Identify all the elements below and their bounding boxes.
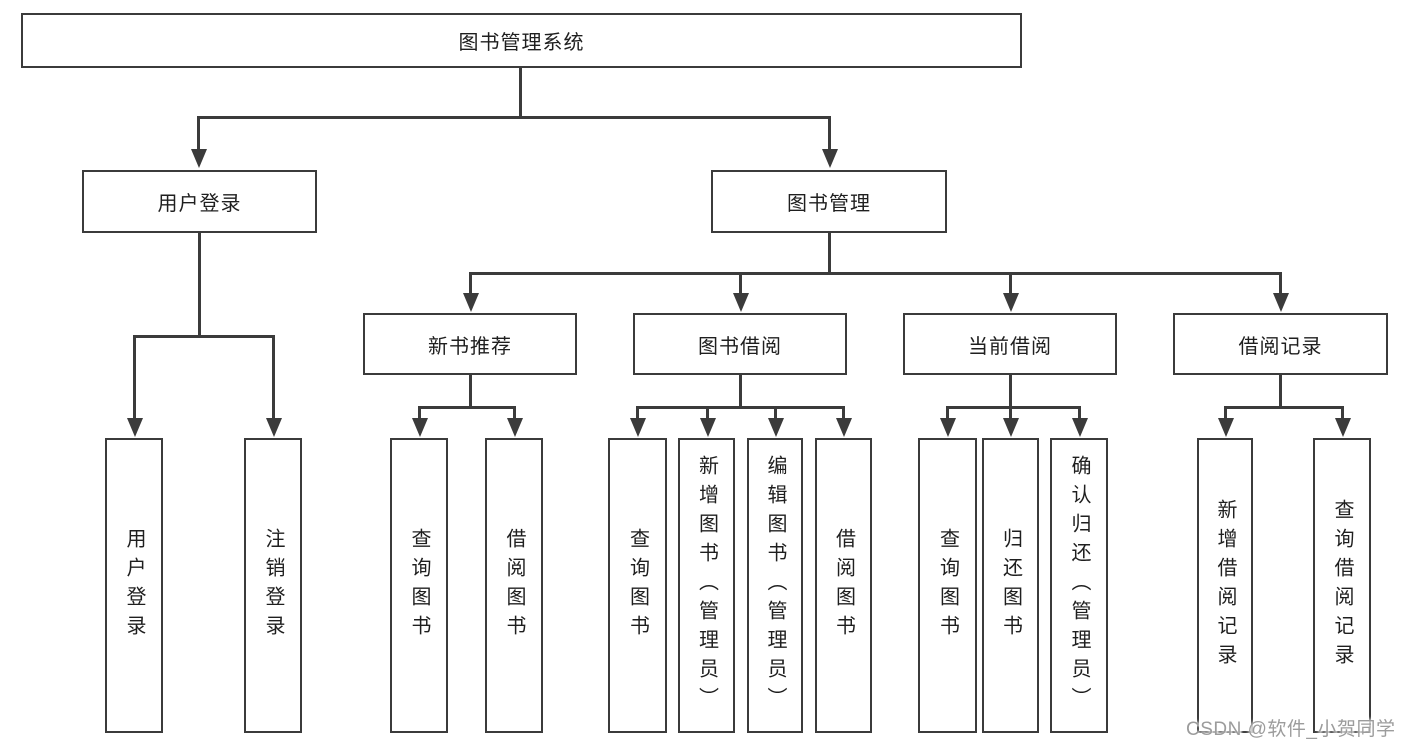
leaf-edit-books-admin: 编辑图书（管理员） — [747, 438, 803, 733]
arrow-to-borrow-records — [1279, 272, 1282, 293]
arrow-records-leaf-1 — [1224, 406, 1227, 418]
connector-book-management-horizontal — [469, 272, 1281, 275]
arrow-to-new-book-recommend — [469, 272, 472, 293]
node-user-login-branch: 用户登录 — [82, 170, 317, 233]
node-label: 图书借阅 — [698, 335, 782, 358]
node-label: 新增图书（管理员） — [695, 455, 718, 716]
connector-root-vertical — [519, 68, 522, 119]
node-label: 注销登录 — [262, 527, 284, 644]
arrow-borrow-leaf-4 — [842, 406, 845, 418]
node-current-borrow: 当前借阅 — [903, 313, 1117, 375]
leaf-query-borrow-record: 查询借阅记录 — [1313, 438, 1371, 733]
arrow-recommend-leaf-1 — [418, 406, 421, 418]
connector-current-horizontal — [946, 406, 1081, 409]
csdn-watermark: CSDN @软件_小贺同学 — [1186, 719, 1396, 740]
node-label: 用户登录 — [157, 193, 242, 215]
node-label: 借阅图书 — [832, 527, 855, 644]
node-label: 查询图书 — [626, 527, 649, 644]
node-library-management-system: 图书管理系统 — [21, 13, 1022, 68]
node-label: 归还图书 — [999, 527, 1022, 644]
leaf-borrow-books-1: 借阅图书 — [485, 438, 543, 733]
node-book-management-branch: 图书管理 — [711, 170, 947, 233]
node-label: 图书管理 — [787, 193, 871, 215]
connector-recommend-vertical — [469, 375, 472, 409]
leaf-user-login: 用户登录 — [105, 438, 163, 733]
node-new-book-recommend: 新书推荐 — [363, 313, 577, 375]
connector-records-vertical — [1279, 375, 1282, 409]
node-label: 确认归还（管理员） — [1068, 455, 1090, 716]
node-label: 查询借阅记录 — [1331, 498, 1353, 673]
node-label: 用户登录 — [123, 527, 145, 644]
node-book-borrow: 图书借阅 — [633, 313, 847, 375]
node-label: 新增借阅记录 — [1214, 498, 1236, 673]
node-label: 借阅图书 — [503, 527, 525, 644]
arrow-to-user-login — [197, 116, 200, 149]
connector-recommend-horizontal — [418, 406, 516, 409]
arrow-to-current-borrow — [1009, 272, 1012, 293]
arrow-current-leaf-3 — [1078, 406, 1081, 418]
leaf-query-books-3: 查询图书 — [918, 438, 977, 733]
arrow-borrow-leaf-1 — [636, 406, 639, 418]
arrow-to-book-management — [828, 116, 831, 149]
connector-borrow-horizontal — [636, 406, 845, 409]
leaf-query-books-2: 查询图书 — [608, 438, 667, 733]
node-borrow-records: 借阅记录 — [1173, 313, 1388, 375]
connector-user-login-vertical — [198, 233, 201, 338]
connector-current-vertical — [1009, 375, 1012, 409]
arrow-borrow-leaf-3 — [774, 406, 777, 418]
node-label: 图书管理系统 — [458, 32, 585, 54]
node-label: 查询图书 — [408, 527, 430, 644]
leaf-confirm-return-admin: 确认归还（管理员） — [1050, 438, 1108, 733]
connector-user-login-horizontal — [133, 335, 274, 338]
arrow-to-login-leaf — [133, 335, 136, 418]
leaf-logout: 注销登录 — [244, 438, 302, 733]
arrow-to-book-borrow — [739, 272, 742, 293]
leaf-query-books-1: 查询图书 — [390, 438, 448, 733]
node-label: 查询图书 — [936, 527, 959, 644]
connector-records-horizontal — [1224, 406, 1344, 409]
node-label: 编辑图书（管理员） — [764, 455, 786, 716]
leaf-add-borrow-record: 新增借阅记录 — [1197, 438, 1253, 733]
node-label: 当前借阅 — [968, 335, 1052, 358]
arrow-records-leaf-2 — [1341, 406, 1344, 418]
node-label: 借阅记录 — [1238, 335, 1323, 358]
arrow-current-leaf-1 — [946, 406, 949, 418]
arrow-recommend-leaf-2 — [513, 406, 516, 418]
leaf-borrow-books-2: 借阅图书 — [815, 438, 872, 733]
connector-borrow-vertical — [739, 375, 742, 409]
node-label: 新书推荐 — [428, 335, 512, 358]
connector-book-management-vertical — [828, 233, 831, 275]
leaf-return-books: 归还图书 — [982, 438, 1039, 733]
leaf-add-books-admin: 新增图书（管理员） — [678, 438, 735, 733]
arrow-borrow-leaf-2 — [706, 406, 709, 418]
connector-root-horizontal — [197, 116, 831, 119]
arrow-to-logout-leaf — [272, 335, 275, 418]
arrow-current-leaf-2 — [1009, 406, 1012, 418]
